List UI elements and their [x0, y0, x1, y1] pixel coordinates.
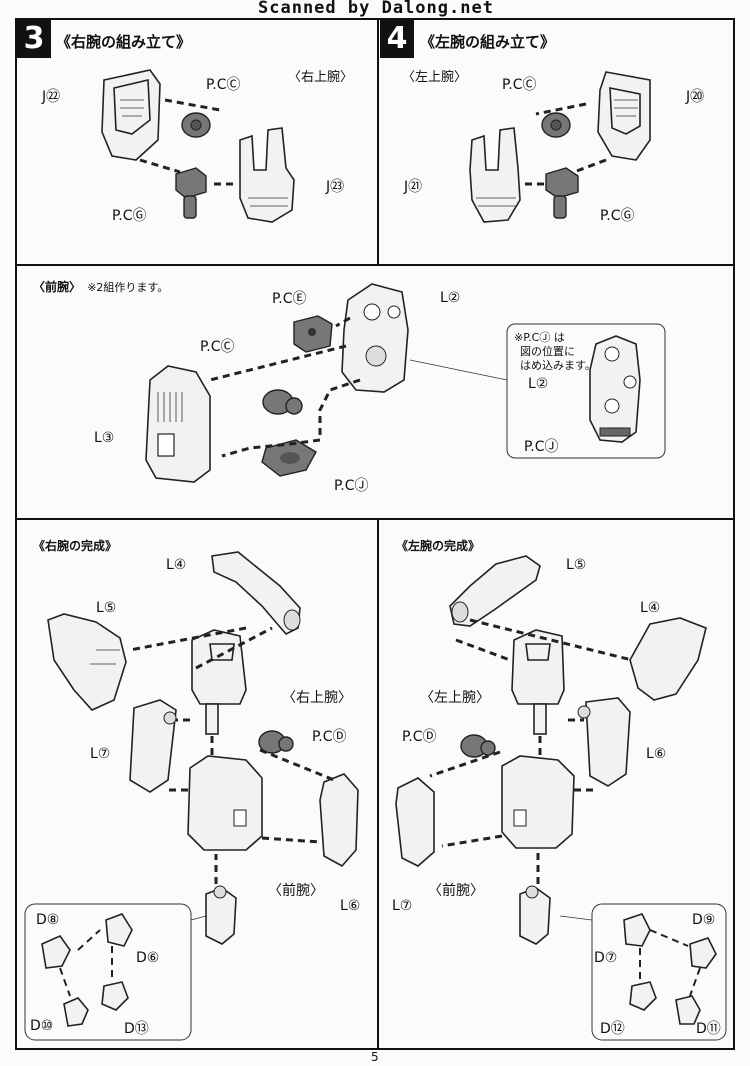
pc-e-drawing [293, 315, 333, 353]
label-forearm-left: 〈前腕〉 [428, 883, 484, 899]
label-pcj: P.CⒿ [334, 478, 369, 494]
forearm-title: 〈前腕〉 ※2組作ります。 [33, 278, 168, 295]
label-d11: D⑪ [696, 1021, 721, 1037]
pc-g-drawing-step3 [175, 167, 207, 219]
label-pcg-step3: P.CⒼ [112, 208, 147, 224]
pc-d-left [460, 734, 496, 758]
label-d7: D⑦ [594, 950, 618, 966]
forearm-left [501, 755, 575, 849]
label-l6-left: L⑥ [646, 746, 667, 762]
left-complete-panel [377, 518, 735, 1050]
step3-number: 3 [17, 20, 51, 58]
label-d13: D⑬ [124, 1021, 149, 1037]
part-l4-left [629, 617, 707, 701]
part-j21-drawing [469, 127, 521, 223]
step3-title: 《右腕の組み立て》 [56, 33, 192, 51]
label-d9: D⑨ [692, 912, 716, 928]
part-j22-drawing [101, 69, 161, 161]
forearm-note: ※2組作ります。 [87, 281, 169, 294]
label-l4-left: L④ [640, 600, 661, 616]
label-pcc-step4: P.CⒸ [502, 77, 537, 93]
page-number: 5 [371, 1050, 379, 1064]
inset-l2-drawing [589, 335, 641, 443]
part-l2-drawing [341, 283, 409, 393]
part-l6-right [319, 773, 359, 868]
hand-right [205, 885, 237, 945]
part-l6-left [577, 697, 631, 787]
step4-subtitle: 〈左上腕〉 [402, 70, 468, 85]
label-upper-left: 〈左上腕〉 [420, 690, 490, 706]
part-j23-drawing [239, 127, 295, 223]
label-pcd-left: P.CⒹ [402, 729, 437, 745]
part-l3-drawing [145, 365, 211, 483]
inset-note-3: はめ込みます。 [520, 359, 596, 372]
part-l7-left [395, 777, 435, 867]
inset-label-l2: L② [528, 376, 549, 392]
label-pcc-forearm: P.CⒸ [200, 339, 235, 355]
label-l2: L② [440, 290, 461, 306]
scanner-watermark: Scanned by Dalong.net [258, 0, 494, 18]
pc-g-drawing-step4 [545, 167, 579, 219]
label-upper-right: 〈右上腕〉 [282, 690, 352, 706]
left-complete-title: 《左腕の完成》 [396, 539, 481, 553]
label-j20: J⑳ [686, 89, 705, 105]
right-complete-title: 《右腕の完成》 [33, 539, 118, 553]
forearm-right [187, 755, 263, 851]
pc-c-drawing-step4 [541, 112, 571, 138]
upper-arm-right [191, 629, 247, 735]
part-l5-right [47, 613, 127, 711]
label-l6-right: L⑥ [340, 898, 361, 914]
part-j20-drawing [597, 71, 651, 161]
label-d12: D⑫ [600, 1021, 625, 1037]
label-pcc-step3: P.CⒸ [206, 77, 241, 93]
part-l4-right [211, 551, 301, 635]
step3-subtitle: 〈右上腕〉 [288, 70, 354, 85]
label-l5-left: L⑤ [566, 557, 587, 573]
label-l7-left: L⑦ [392, 898, 413, 914]
step4-number: 4 [380, 20, 414, 58]
inset-note-1: ※P.CⒿ は [514, 331, 565, 344]
pc-c-drawing-forearm [262, 389, 303, 415]
label-l7-right: L⑦ [90, 746, 111, 762]
hand-left [519, 885, 551, 945]
hand-parts-right [41, 913, 133, 1027]
label-j22: J㉒ [42, 89, 61, 105]
inset-label-pcj: P.CⒿ [524, 439, 559, 455]
hand-parts-left [623, 913, 717, 1025]
pc-d-right [258, 730, 294, 754]
step4-title: 《左腕の組み立て》 [420, 33, 556, 51]
label-l5-right: L⑤ [96, 600, 117, 616]
forearm-title-text: 〈前腕〉 [33, 280, 82, 294]
label-forearm-right: 〈前腕〉 [268, 883, 324, 899]
part-l5-left [449, 555, 541, 627]
label-d6: D⑥ [136, 950, 160, 966]
label-j21: J㉑ [404, 179, 423, 195]
part-l7-right [129, 699, 177, 793]
label-pcd-right: P.CⒹ [312, 729, 347, 745]
pc-j-drawing [261, 439, 317, 477]
label-pcg-step4: P.CⒼ [600, 208, 635, 224]
upper-arm-left [511, 629, 565, 735]
label-l3: L③ [94, 430, 115, 446]
label-pce: P.CⒺ [272, 291, 307, 307]
label-j23: J㉓ [326, 179, 345, 195]
label-d10: D⑩ [30, 1018, 54, 1034]
inset-note-2: 図の位置に [520, 345, 575, 358]
pc-c-drawing-step3 [181, 112, 211, 138]
label-d8: D⑧ [36, 912, 60, 928]
label-l4-right: L④ [166, 557, 187, 573]
